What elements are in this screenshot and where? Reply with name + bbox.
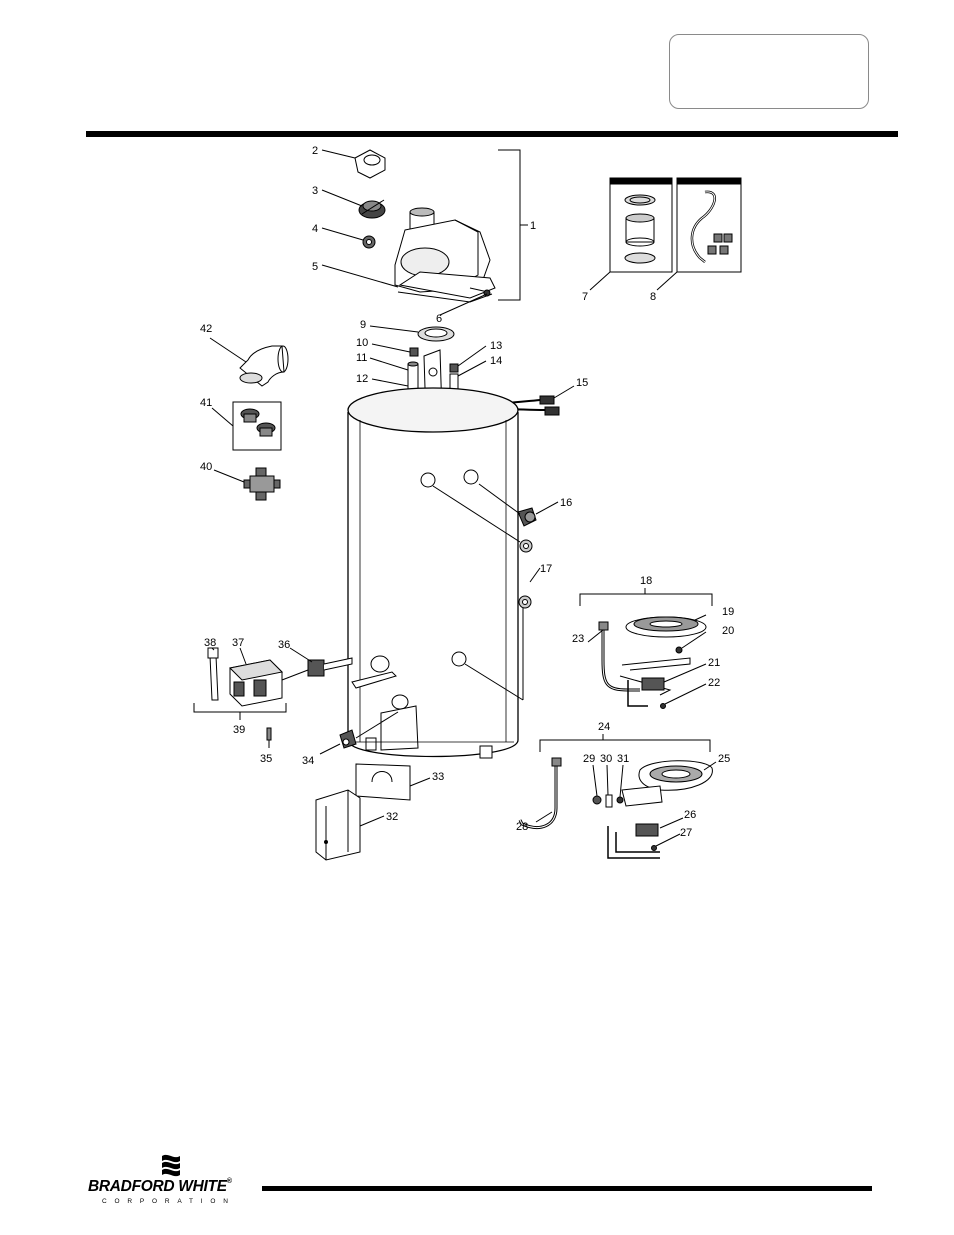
callout-24: 24 (598, 721, 610, 733)
brand-logo: BRADFORD WHITE® CORPORATION (88, 1150, 260, 1210)
callout-37: 37 (232, 637, 244, 649)
callout-3: 3 (312, 185, 318, 197)
callout-32: 32 (386, 811, 398, 823)
vent-elbow (210, 338, 288, 386)
callout-9: 9 (360, 319, 366, 331)
terminal-kit-box (212, 402, 281, 450)
callout-22: 22 (708, 677, 720, 689)
callout-23: 23 (572, 633, 584, 645)
callout-28: 28 (516, 821, 528, 833)
callout-14: 14 (490, 355, 502, 367)
footer-rule (262, 1186, 872, 1191)
callout-29: 29 (583, 753, 595, 765)
callout-39: 39 (233, 724, 245, 736)
water-heater-tank (348, 388, 518, 758)
callout-31: 31 (617, 753, 629, 765)
fitting-part (363, 236, 375, 248)
callout-20: 20 (722, 625, 734, 637)
callout-1: 1 (530, 220, 536, 232)
callout-34: 34 (302, 755, 314, 767)
callout-30: 30 (600, 753, 612, 765)
callout-41: 41 (200, 397, 212, 409)
callout-11: 11 (356, 352, 367, 364)
callout-33: 33 (432, 771, 444, 783)
callout-8: 8 (650, 291, 656, 303)
brand-subline: CORPORATION (102, 1198, 236, 1205)
callout-19: 19 (722, 606, 734, 618)
callout-5: 5 (312, 261, 318, 273)
vent-kit-box (590, 178, 672, 290)
callout-35: 35 (260, 753, 272, 765)
blower-assembly (322, 150, 528, 315)
callout-6: 6 (436, 313, 442, 325)
cross-fitting (214, 468, 280, 500)
callout-7: 7 (582, 291, 588, 303)
callout-17: 17 (540, 563, 552, 575)
callout-16: 16 (560, 497, 572, 509)
callout-15: 15 (576, 377, 588, 389)
callout-18: 18 (640, 575, 652, 587)
blower-motor-part (395, 208, 495, 302)
callout-13: 13 (490, 340, 502, 352)
cover-parts (316, 764, 430, 860)
callout-40: 40 (200, 461, 212, 473)
callout-42: 42 (200, 323, 212, 335)
callout-25: 25 (718, 753, 730, 765)
callout-12: 12 (356, 373, 368, 385)
callout-36: 36 (278, 639, 290, 651)
pressure-switch-part (359, 200, 385, 218)
brand-name: BRADFORD WHITE® (88, 1178, 232, 1196)
burner-assembly-1 (580, 588, 712, 709)
callout-2: 2 (312, 145, 318, 157)
callout-21: 21 (708, 657, 720, 669)
callout-10: 10 (356, 337, 368, 349)
brand-flag-icon (158, 1152, 184, 1178)
callout-26: 26 (684, 809, 696, 821)
callout-38: 38 (204, 637, 216, 649)
callout-4: 4 (312, 223, 318, 235)
callout-27: 27 (680, 827, 692, 839)
